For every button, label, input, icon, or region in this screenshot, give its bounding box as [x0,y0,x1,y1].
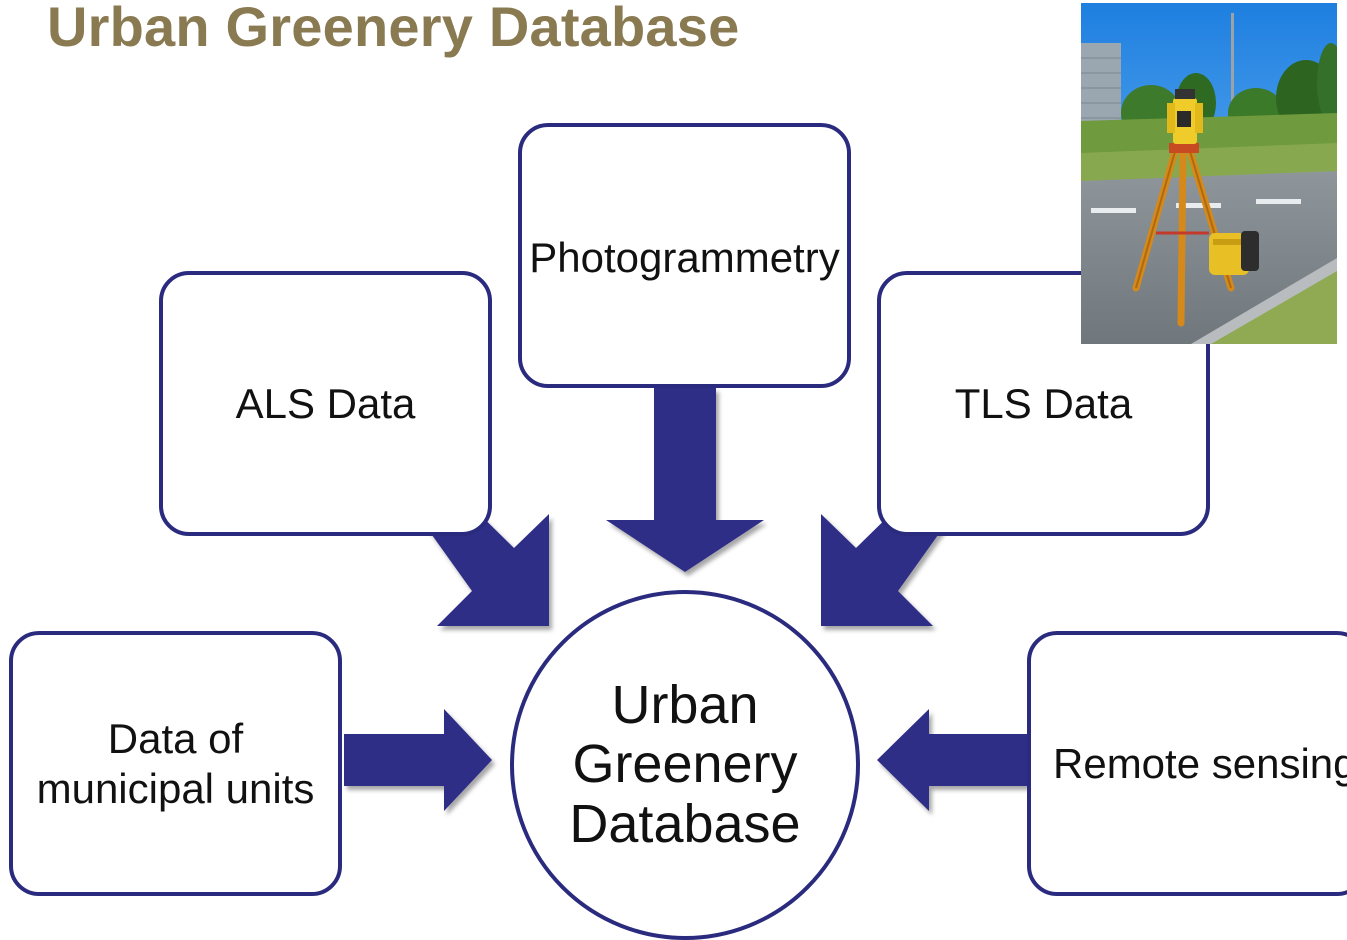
arrow-remote-sensing [877,709,1027,811]
source-label-photogrammetry: Photogrammetry [529,234,840,281]
page-title: Urban Greenery Database [47,0,740,58]
hub-label-line2: Greenery [572,734,798,795]
source-box-remote-sensing: Remote sensing [1027,631,1347,896]
source-label-tls: TLS Data [954,379,1133,427]
arrow-municipal [344,709,492,811]
source-box-photogrammetry: Photogrammetry [518,123,851,388]
total-station-photo [1081,3,1337,344]
source-box-municipal-units: Data of municipal units [9,631,342,896]
source-label-als: ALS Data [235,379,416,427]
source-box-als: ALS Data [159,271,492,536]
source-label-municipal-line2: municipal units [36,764,315,812]
source-label-remote-sensing: Remote sensing [1053,739,1347,787]
total-station-image [1081,3,1337,344]
hub-label-line1: Urban [611,674,759,735]
arrow-photogrammetry [606,388,764,572]
hub-circle-urban-greenery-database: Urban Greenery Database [510,590,860,940]
hub-label-line3: Database [569,793,801,854]
source-label-municipal-line1: Data of [107,714,244,762]
